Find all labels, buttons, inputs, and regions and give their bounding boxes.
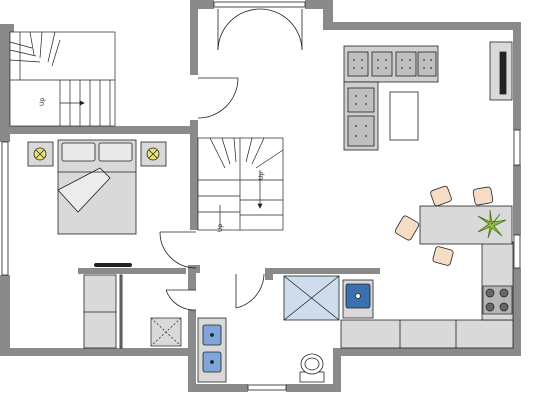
bathroom-vanity (197, 317, 227, 383)
kitchen-counter (340, 241, 514, 349)
shower-tray (283, 275, 340, 321)
stove-icon (482, 285, 513, 315)
tv-unit (489, 41, 513, 101)
wardrobe (83, 274, 123, 349)
doors (159, 8, 303, 311)
stair-label-up-center-2: Up (258, 172, 265, 180)
washing-machine (150, 317, 182, 347)
windows (1, 1, 521, 391)
stair-label-up-center-1: Up (217, 224, 224, 232)
sofa (343, 45, 439, 151)
stair-label-up-upper-left: Up (39, 98, 46, 106)
staircase-upper-left (9, 31, 116, 127)
coffee-table (389, 91, 419, 141)
nightstand-left (27, 141, 54, 167)
sofa-tufts (353, 59, 432, 137)
kitchen-sink-icon (342, 279, 374, 319)
dining-table (419, 205, 513, 245)
bed (57, 139, 137, 235)
toilet (299, 353, 325, 383)
tv-icon (94, 263, 132, 267)
staircase-center (197, 137, 284, 231)
dining-chairs (394, 185, 494, 266)
walls (0, 0, 521, 392)
plant-icon (477, 209, 507, 239)
nightstand-right (140, 141, 167, 167)
